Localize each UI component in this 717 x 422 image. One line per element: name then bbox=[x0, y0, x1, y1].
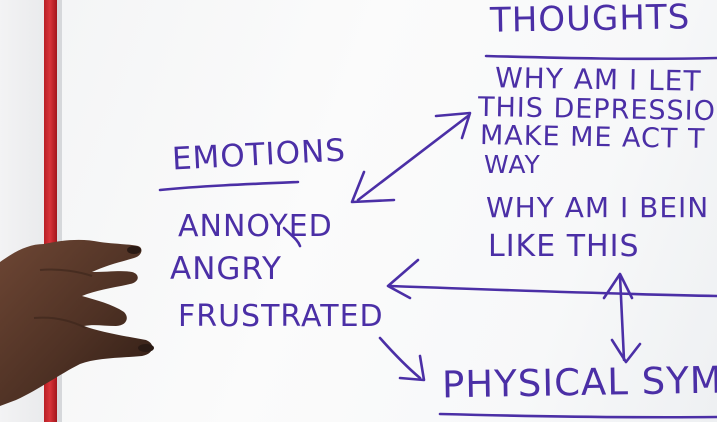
arrow-emotions-physical bbox=[378, 336, 422, 380]
underline-thoughts bbox=[484, 54, 717, 61]
thoughts-line-5: WHY AM I BEIN bbox=[486, 191, 710, 224]
arrow-head-emotions bbox=[350, 170, 396, 204]
arrow-head-horizontal bbox=[386, 258, 420, 300]
arrow-horizontal bbox=[388, 284, 717, 298]
emotion-item-3: FRUSTRATED bbox=[178, 299, 384, 334]
underline-physical bbox=[438, 412, 717, 419]
arrow-head-thoughts bbox=[434, 111, 472, 140]
thoughts-line-4: WAY bbox=[484, 150, 541, 179]
whiteboard-surface bbox=[62, 0, 717, 422]
underline-emotions bbox=[158, 180, 300, 192]
arrow-head-physical bbox=[398, 354, 426, 382]
arrow-vertical bbox=[618, 274, 626, 362]
whiteboard-frame-edge bbox=[57, 0, 62, 422]
arrow-emotions-thoughts bbox=[356, 114, 470, 202]
arrow-head-down bbox=[610, 338, 642, 364]
thoughts-line-6: LIKE THIS bbox=[488, 229, 640, 264]
emotion-item-1: ANNOYED bbox=[178, 209, 333, 244]
emotion-item-2: ANGRY bbox=[170, 251, 282, 287]
arrow-head-up bbox=[602, 272, 634, 300]
